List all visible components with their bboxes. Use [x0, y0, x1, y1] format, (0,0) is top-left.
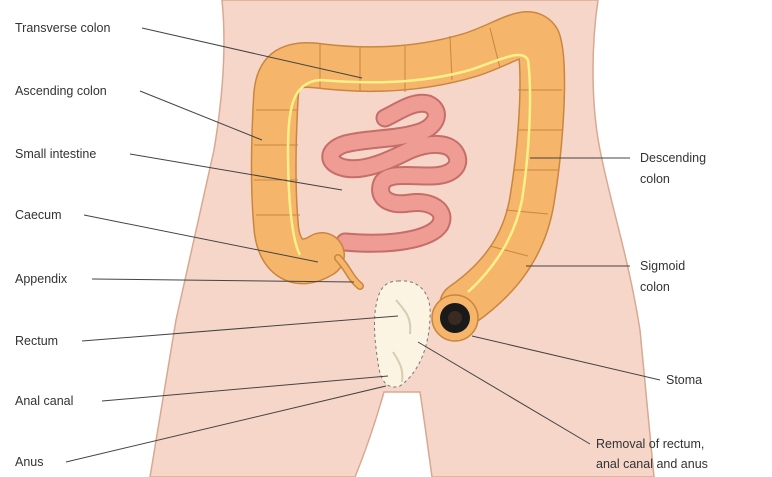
- label-removal-line2: anal canal and anus: [596, 454, 708, 474]
- label-rectum: Rectum: [15, 331, 58, 351]
- label-appendix: Appendix: [15, 269, 67, 289]
- label-ascending-colon: Ascending colon: [15, 81, 107, 101]
- label-sigmoid-colon-line2: colon: [640, 277, 670, 297]
- stoma-inner: [448, 311, 462, 325]
- label-stoma: Stoma: [666, 370, 702, 390]
- label-anal-canal: Anal canal: [15, 391, 73, 411]
- label-descending-colon-line1: Descending: [640, 148, 706, 168]
- label-small-intestine: Small intestine: [15, 144, 96, 164]
- label-removal-line1: Removal of rectum,: [596, 434, 704, 454]
- label-caecum: Caecum: [15, 205, 62, 225]
- label-sigmoid-colon-line1: Sigmoid: [640, 256, 685, 276]
- label-descending-colon-line2: colon: [640, 169, 670, 189]
- label-anus: Anus: [15, 452, 44, 472]
- label-transverse-colon: Transverse colon: [15, 18, 110, 38]
